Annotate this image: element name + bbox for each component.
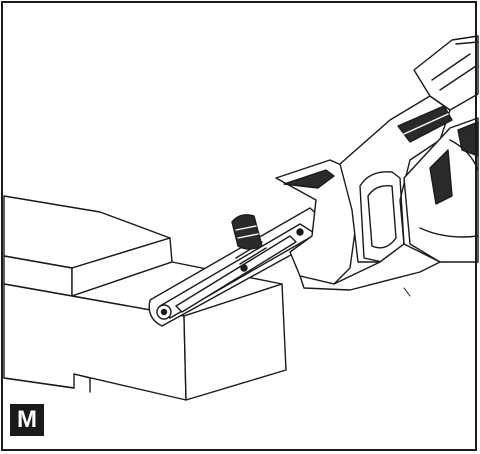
wood-workpiece: [3, 195, 287, 401]
sanding-arm: [148, 207, 331, 327]
tool-body: [275, 35, 479, 297]
figure-label-badge: M: [10, 404, 44, 436]
